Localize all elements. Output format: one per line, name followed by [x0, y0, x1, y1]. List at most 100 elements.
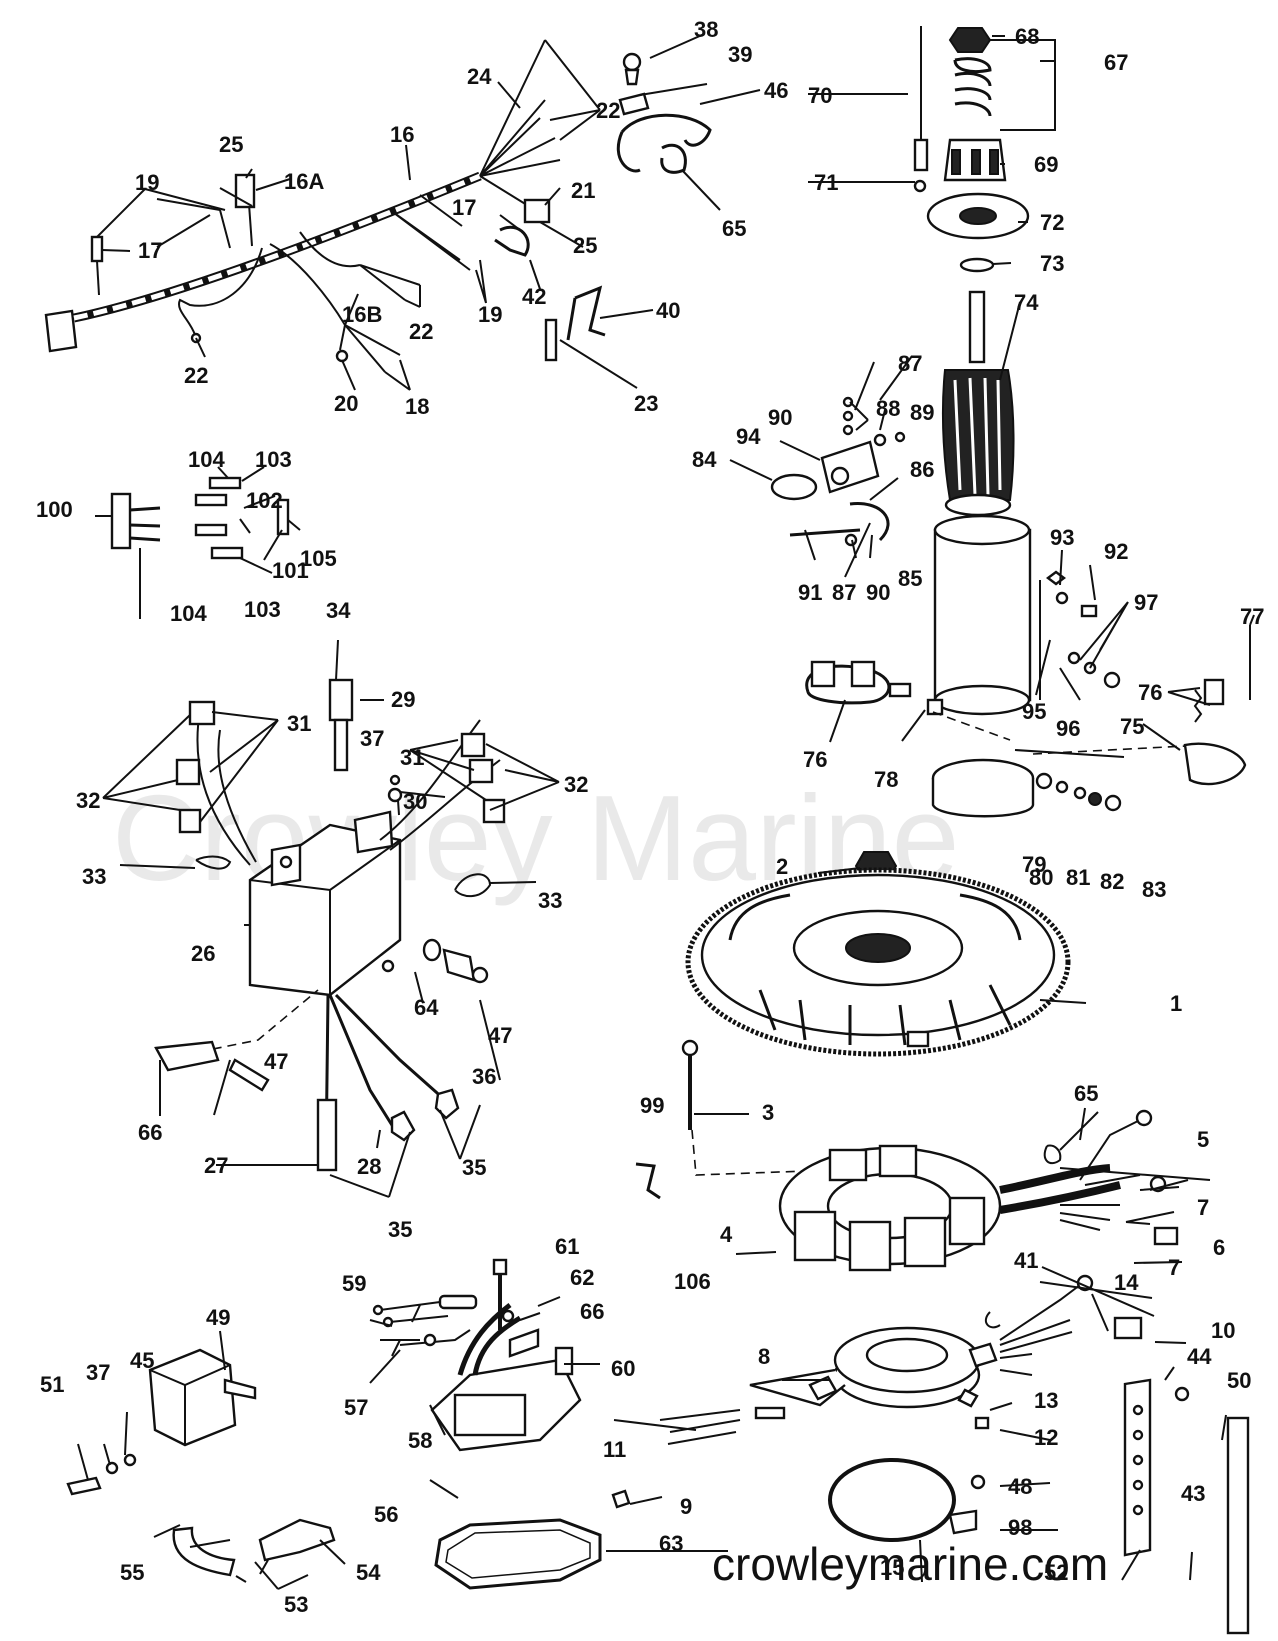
- callout-99: 99: [640, 1093, 664, 1118]
- callout-43: 43: [1181, 1481, 1205, 1506]
- starter-motor-assembly: [770, 26, 1251, 818]
- callout-91: 91: [798, 580, 822, 605]
- callout-51: 51: [40, 1372, 64, 1397]
- callout-75: 75: [1120, 714, 1144, 739]
- callout-104-top: 104: [188, 447, 225, 472]
- callout-62: 62: [570, 1265, 594, 1290]
- callout-22-top: 22: [596, 98, 620, 123]
- callout-86: 86: [910, 457, 934, 482]
- callout-57: 57: [344, 1395, 368, 1420]
- callout-85: 85: [898, 566, 922, 591]
- callout-90-top: 90: [768, 405, 792, 430]
- callout-21: 21: [571, 178, 595, 203]
- callout-16b: 16B: [342, 302, 382, 327]
- bullet-connectors: [110, 476, 290, 560]
- callout-54: 54: [356, 1560, 381, 1585]
- callout-18: 18: [405, 394, 429, 419]
- terminal-block: [1123, 1378, 1250, 1635]
- callout-50: 50: [1227, 1368, 1251, 1393]
- callout-61: 61: [555, 1234, 579, 1259]
- callout-38: 38: [694, 17, 718, 42]
- callout-66-left: 66: [138, 1120, 162, 1145]
- callout-96: 96: [1056, 716, 1080, 741]
- callout-76-left: 76: [803, 747, 827, 772]
- callout-47-upper: 47: [488, 1023, 512, 1048]
- callout-53: 53: [284, 1592, 308, 1617]
- callout-80: 80: [1029, 865, 1053, 890]
- callout-103-top: 103: [255, 447, 292, 472]
- callout-44: 44: [1187, 1344, 1212, 1369]
- callout-23: 23: [634, 391, 658, 416]
- callout-83: 83: [1142, 877, 1166, 902]
- callout-5: 5: [1197, 1127, 1209, 1152]
- callout-35-bottom: 35: [388, 1217, 412, 1242]
- callout-65-lower: 65: [1074, 1081, 1098, 1106]
- callout-93: 93: [1050, 525, 1074, 550]
- callout-25-right: 25: [573, 233, 597, 258]
- callout-46: 46: [764, 78, 788, 103]
- callout-11: 11: [603, 1437, 626, 1462]
- leader-lines: [77, 34, 1255, 1590]
- callout-32-left: 32: [76, 788, 100, 813]
- callout-58: 58: [408, 1428, 432, 1453]
- callout-73: 73: [1040, 251, 1064, 276]
- callout-31-left: 31: [287, 711, 311, 736]
- callout-16a: 16A: [284, 169, 324, 194]
- ignition-coil: [66, 1348, 336, 1583]
- callout-56: 56: [374, 1502, 398, 1527]
- callout-20: 20: [334, 391, 358, 416]
- callout-27: 27: [204, 1153, 228, 1178]
- callout-87-top: 87: [898, 351, 922, 376]
- callout-81: 81: [1066, 865, 1090, 890]
- callout-37-top: 37: [360, 726, 384, 751]
- callout-labels: 1 2 3 4 5 6 7 7 8 9 10 11 12 13 14 15 16…: [36, 17, 1264, 1617]
- callout-59: 59: [342, 1271, 366, 1296]
- clips-group: [494, 52, 712, 362]
- callout-29: 29: [391, 687, 415, 712]
- callout-39: 39: [728, 42, 752, 67]
- callout-1: 1: [1170, 991, 1182, 1016]
- stator: [635, 1039, 1179, 1272]
- callout-33-right: 33: [538, 888, 562, 913]
- callout-76-right: 76: [1138, 680, 1162, 705]
- callout-26: 26: [191, 941, 215, 966]
- flywheel: [685, 851, 1071, 1057]
- callout-17-right: 17: [452, 195, 476, 220]
- callout-14: 14: [1114, 1270, 1139, 1295]
- callout-94: 94: [736, 424, 761, 449]
- callout-77: 77: [1240, 604, 1264, 629]
- callout-106: 106: [674, 1269, 711, 1294]
- callout-28: 28: [357, 1154, 381, 1179]
- callout-12: 12: [1034, 1425, 1058, 1450]
- callout-88: 88: [876, 396, 900, 421]
- callout-67: 67: [1104, 50, 1128, 75]
- callout-24: 24: [467, 64, 492, 89]
- callout-103-bottom: 103: [244, 597, 281, 622]
- callout-6: 6: [1213, 1235, 1225, 1260]
- callout-101: 101: [272, 558, 309, 583]
- callout-102: 102: [246, 488, 283, 513]
- callout-13: 13: [1034, 1388, 1058, 1413]
- harness-connector: [523, 198, 551, 224]
- callout-22-left: 22: [184, 363, 208, 388]
- rectifier: [372, 1258, 631, 1590]
- callout-71: 71: [814, 170, 838, 195]
- callout-7-upper: 7: [1197, 1195, 1209, 1220]
- callout-4: 4: [720, 1222, 733, 1247]
- callout-87-bottom: 87: [832, 580, 856, 605]
- callout-2: 2: [776, 854, 788, 879]
- callout-98: 98: [1008, 1515, 1032, 1540]
- callout-15: 15: [880, 1555, 904, 1580]
- callout-37-bottom: 37: [86, 1360, 110, 1385]
- callout-25-left: 25: [219, 132, 243, 157]
- callout-95: 95: [1022, 699, 1046, 724]
- callout-45: 45: [130, 1348, 154, 1373]
- callout-105: 105: [300, 546, 337, 571]
- callout-17-left: 17: [138, 238, 162, 263]
- callout-97: 97: [1134, 590, 1158, 615]
- callout-7-lower: 7: [1168, 1255, 1180, 1280]
- callout-90-bottom: 90: [866, 580, 890, 605]
- callout-47-lower: 47: [264, 1049, 288, 1074]
